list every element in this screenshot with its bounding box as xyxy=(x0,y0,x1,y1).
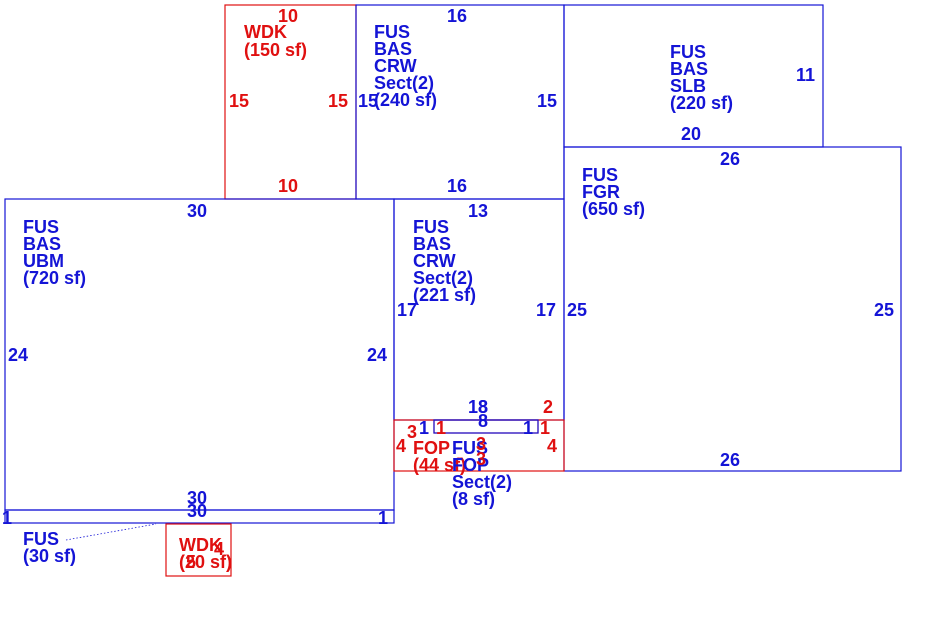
dim-label: 8 xyxy=(478,397,488,417)
area-label-line: (20 sf) xyxy=(179,552,232,572)
dim-label: 17 xyxy=(397,300,417,320)
dim-label: 1 xyxy=(2,508,12,528)
area-label-line: FGR xyxy=(582,182,620,202)
dim-label: 26 xyxy=(720,149,740,169)
area-label-line: BAS xyxy=(374,39,412,59)
dim-label: 15 xyxy=(328,91,348,111)
area-label-line: FUS xyxy=(582,165,618,185)
area-label-line: (30 sf) xyxy=(23,546,76,566)
area-slb: FUS BAS SLB (220 sf) 11 20 xyxy=(670,42,815,144)
dim-label: 30 xyxy=(187,488,207,508)
dim-label: 3 xyxy=(476,434,486,454)
area-label-line: FUS xyxy=(670,42,706,62)
dim-label: 11 xyxy=(796,65,815,85)
area-label-line: (8 sf) xyxy=(452,489,495,509)
dim-label: 30 xyxy=(187,501,207,521)
dim-label: 1 xyxy=(436,418,446,438)
dim-label: 30 xyxy=(187,201,207,221)
dim-label: 8 xyxy=(478,411,488,431)
area-label-line: (220 sf) xyxy=(670,93,733,113)
area-label-line: FUS xyxy=(413,217,449,237)
area-fus-30: FUS (30 sf) xyxy=(23,529,76,566)
area-label-line: FOP xyxy=(452,455,489,475)
dim-label: 25 xyxy=(567,300,587,320)
dim-label: 20 xyxy=(681,124,701,144)
area-label-line: Sect(2) xyxy=(413,268,473,288)
area-label-line: (240 sf) xyxy=(374,90,437,110)
dim-label: 18 xyxy=(468,397,488,417)
dim-label: 5 xyxy=(186,552,196,572)
dim-label: 1 xyxy=(378,508,388,528)
dim-label: 1 xyxy=(540,418,550,438)
area-small-fus: FUS FOP Sect(2) (8 sf) 8 8 3 3 xyxy=(452,397,512,509)
dim-label: 1 xyxy=(523,418,533,438)
area-label-line: FOP xyxy=(413,438,450,458)
area-label-line: FUS xyxy=(452,438,488,458)
dim-label: 24 xyxy=(367,345,387,365)
dim-label: 16 xyxy=(447,176,467,196)
area-label-line: FUS xyxy=(23,529,59,549)
area-label-line: (650 sf) xyxy=(582,199,645,219)
dim-label: 15 xyxy=(537,91,557,111)
strip-outline xyxy=(4,509,395,524)
area-label-line: CRW xyxy=(374,56,417,76)
area-label-line: CRW xyxy=(413,251,456,271)
area-strip: 30 1 1 xyxy=(2,501,388,528)
dim-label: 15 xyxy=(229,91,249,111)
area-crw-mid: FUS BAS CRW Sect(2) (221 sf) 13 17 17 18 xyxy=(397,201,556,417)
area-crw-top: FUS BAS CRW Sect(2) (240 sf) 16 15 15 16 xyxy=(358,6,557,196)
dim-label: 24 xyxy=(8,345,28,365)
dim-label: 3 xyxy=(476,449,486,469)
area-label-line: BAS xyxy=(413,234,451,254)
dim-label: 15 xyxy=(358,91,378,111)
area-label-line: (44 sf) xyxy=(413,455,466,475)
area-ubm: FUS BAS UBM (720 sf) 30 24 24 30 xyxy=(8,201,387,508)
dim-label: 4 xyxy=(396,436,406,456)
area-label-line: BAS xyxy=(670,59,708,79)
dim-label: 4 xyxy=(214,539,224,559)
dim-label: 4 xyxy=(547,436,557,456)
area-fgr: FUS FGR (650 sf) 26 25 25 26 xyxy=(567,149,894,470)
dim-label: 3 xyxy=(407,422,417,442)
area-label-line: WDK xyxy=(179,535,222,555)
ubm-outline xyxy=(4,198,395,511)
leader-line xyxy=(65,523,157,541)
dim-label: 17 xyxy=(536,300,556,320)
area-fop: FOP (44 sf) 2 3 4 4 1 1 1 1 xyxy=(396,397,557,475)
small-fus-outline xyxy=(433,419,539,434)
area-label-line: UBM xyxy=(23,251,64,271)
area-label-line: SLB xyxy=(670,76,706,96)
outlines xyxy=(4,4,902,577)
dim-label: 13 xyxy=(468,201,488,221)
dim-label: 1 xyxy=(419,418,429,438)
area-label-line: Sect(2) xyxy=(452,472,512,492)
area-wdk-small: WDK (20 sf) 4 5 xyxy=(179,535,232,572)
dim-label: 2 xyxy=(543,397,553,417)
dim-label: 25 xyxy=(874,300,894,320)
area-label-line: WDK xyxy=(244,22,287,42)
area-wdk-top: WDK (150 sf) 10 15 15 10 xyxy=(229,6,348,196)
dim-label: 10 xyxy=(278,176,298,196)
wdk-small-outline xyxy=(165,523,232,577)
area-label-line: BAS xyxy=(23,234,61,254)
dim-label: 26 xyxy=(720,450,740,470)
area-label-line: (720 sf) xyxy=(23,268,86,288)
area-label-line: (150 sf) xyxy=(244,40,307,60)
area-label-line: Sect(2) xyxy=(374,73,434,93)
area-label-line: FUS xyxy=(23,217,59,237)
dim-label: 16 xyxy=(447,6,467,26)
dim-label: 10 xyxy=(278,6,298,26)
area-label-line: (221 sf) xyxy=(413,285,476,305)
area-label-line: FUS xyxy=(374,22,410,42)
